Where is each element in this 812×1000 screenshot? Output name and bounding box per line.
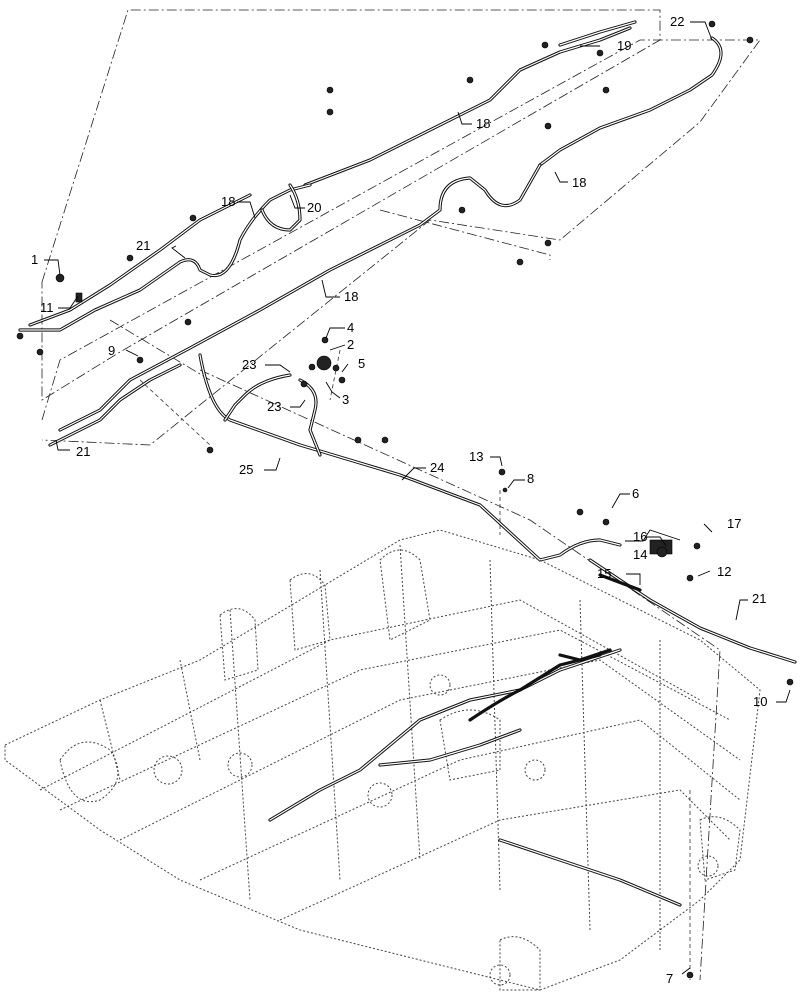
callout-7: 7 xyxy=(666,971,673,986)
hose-23b xyxy=(298,378,322,457)
callout-18-top: 18 xyxy=(476,116,490,131)
callout-21-upper: 21 xyxy=(136,238,150,253)
callout-17: 17 xyxy=(727,516,741,531)
frame-components xyxy=(153,674,719,986)
callout-8: 8 xyxy=(527,471,534,486)
hose-22 xyxy=(538,36,723,167)
callout-4: 4 xyxy=(347,320,354,335)
implement-frame xyxy=(4,529,761,991)
callout-20: 20 xyxy=(307,200,321,215)
callout-12: 12 xyxy=(717,564,731,579)
callout-11: 11 xyxy=(40,300,54,315)
hose-19 xyxy=(558,20,637,47)
callout-18-left: 18 xyxy=(221,194,235,209)
hose-21-right xyxy=(588,558,797,664)
callout-23-lower: 23 xyxy=(267,399,281,414)
callout-9: 9 xyxy=(108,343,115,358)
hose-21-upper xyxy=(28,193,252,327)
frame-hoses xyxy=(268,648,682,907)
fittings xyxy=(16,20,794,979)
assembly-boundaries xyxy=(41,9,761,981)
callout-24: 24 xyxy=(430,460,444,475)
callout-5: 5 xyxy=(358,356,365,371)
hose-18-middle xyxy=(58,163,542,432)
callout-19: 19 xyxy=(617,38,631,53)
callout-25: 25 xyxy=(239,462,253,477)
hose-23a xyxy=(223,373,292,422)
callout-labels: 1 11 9 21 21 4 2 5 3 23 23 25 24 13 8 6 … xyxy=(31,14,767,986)
hose-21-lower-left xyxy=(48,363,182,447)
callout-18-right: 18 xyxy=(572,175,586,190)
hose-25 xyxy=(198,353,622,562)
callout-14: 14 xyxy=(633,547,647,562)
callout-10: 10 xyxy=(753,694,767,709)
hose-18-left xyxy=(18,183,312,332)
leader-lines xyxy=(44,21,791,975)
callout-21-lower-left: 21 xyxy=(76,444,90,459)
hose-18-upper xyxy=(303,26,632,187)
callout-13: 13 xyxy=(469,449,483,464)
callout-1: 1 xyxy=(31,252,38,267)
callout-3: 3 xyxy=(342,392,349,407)
callout-16: 16 xyxy=(633,529,647,544)
callout-23-upper: 23 xyxy=(242,357,256,372)
callout-2: 2 xyxy=(347,337,354,352)
callout-18-lower: 18 xyxy=(344,289,358,304)
callout-15: 15 xyxy=(597,566,611,581)
callout-6: 6 xyxy=(632,486,639,501)
callout-21-right: 21 xyxy=(752,591,766,606)
hose-20 xyxy=(260,183,302,232)
callout-22: 22 xyxy=(670,14,684,29)
